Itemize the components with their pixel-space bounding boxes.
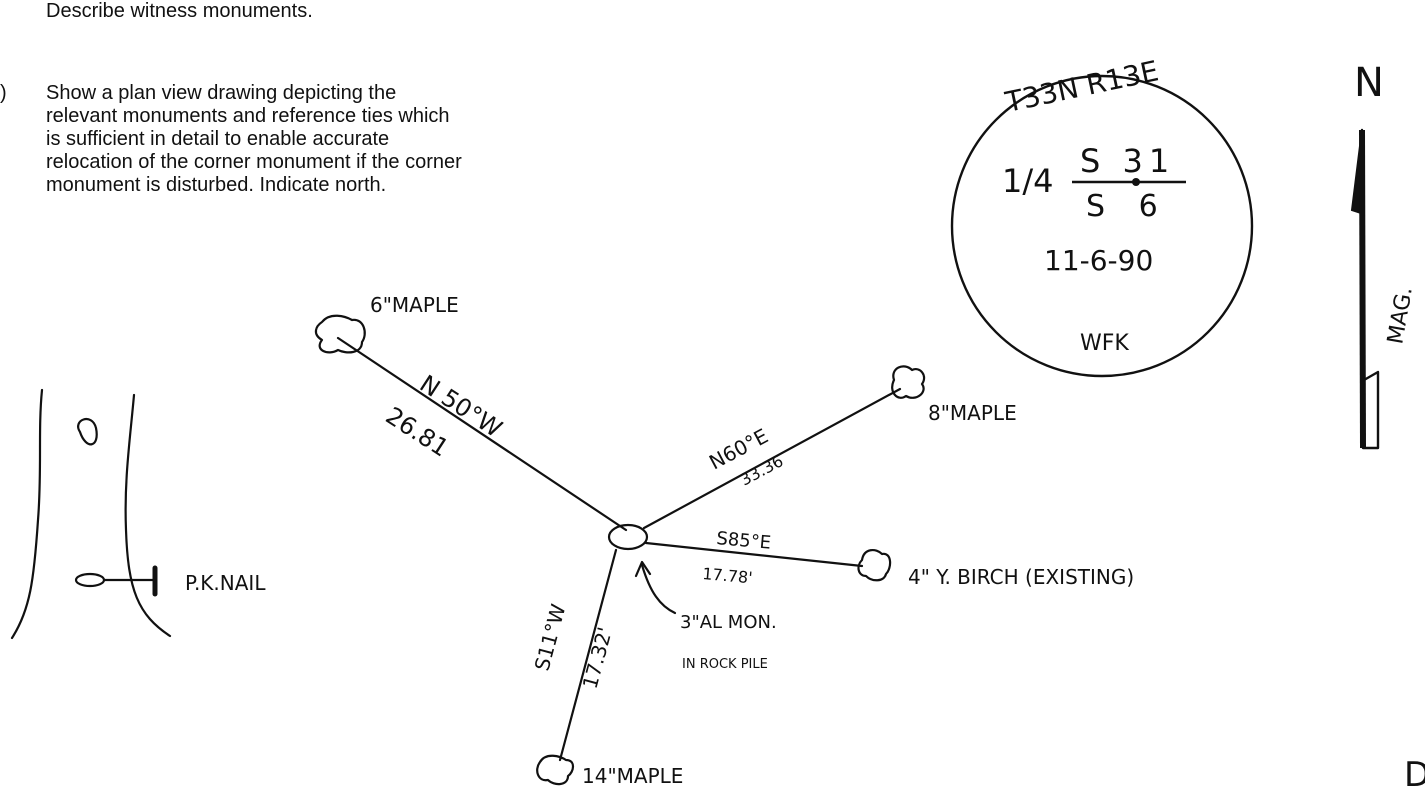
monument-pointer-arrow — [640, 563, 677, 615]
monument-label-2: IN ROCK PILE — [682, 657, 768, 672]
cap-initials: WFK — [1080, 331, 1129, 356]
maple-14-tree-icon — [536, 754, 575, 786]
mag-label: MAG. — [1383, 285, 1418, 346]
monument-cap: T33N R13E 1/4 S 31 S 6 11-6-90 WFK — [950, 54, 1254, 378]
aluminum-monument-icon — [607, 523, 649, 551]
monument-label-1: 3"AL MON. — [680, 612, 777, 633]
cap-quarter: 1/4 — [1002, 162, 1054, 200]
cap-section-lower: S 6 — [1086, 189, 1170, 224]
instruction-text-1: Describe witness monuments. — [46, 0, 313, 22]
tree-label-6-maple: 6"MAPLE — [370, 293, 459, 317]
edge-letter: D — [1404, 755, 1425, 788]
distance-s: 17.32' — [578, 624, 617, 691]
tree-label-birch: 4" Y. BIRCH (EXISTING) — [908, 565, 1134, 589]
item-number: ) — [0, 82, 7, 104]
instruction-text-2: Show a plan view drawing depicting the r… — [46, 82, 462, 196]
maple-8-tree-icon — [891, 365, 926, 399]
cap-date: 11-6-90 — [1044, 244, 1153, 277]
north-label: N — [1354, 60, 1384, 106]
pk-nail-label: P.K.NAIL — [185, 571, 266, 595]
tie-lines — [336, 336, 902, 762]
birch-tree-icon — [857, 548, 892, 582]
cap-section-upper: S 31 — [1080, 142, 1175, 180]
distance-e: 17.78' — [702, 564, 754, 587]
tree-trunk-sketch: P.K.NAIL — [10, 388, 266, 640]
bearing-s: S11°W — [530, 601, 571, 673]
north-arrow: N MAG. — [1350, 60, 1418, 450]
maple-6-tree-icon — [314, 314, 366, 354]
cap-township-range: T33N R13E — [1002, 54, 1162, 119]
tree-label-8-maple: 8"MAPLE — [928, 401, 1017, 425]
bearing-e: S85°E — [716, 528, 772, 554]
tree-label-14-maple: 14"MAPLE — [582, 764, 683, 788]
